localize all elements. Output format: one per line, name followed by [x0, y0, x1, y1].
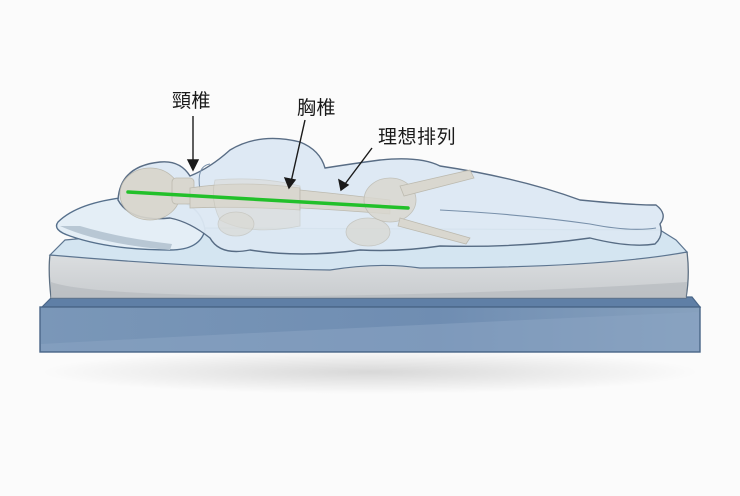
bed-base	[39, 296, 702, 353]
ideal-alignment-line	[126, 190, 410, 210]
alignment-arrow	[344, 147, 373, 185]
floor-shadow	[40, 350, 700, 394]
cervical-spine-label: 頸椎	[172, 90, 212, 112]
ideal-alignment-label: 理想排列	[378, 126, 457, 148]
thoracic-spine-label: 胸椎	[297, 97, 337, 119]
thoracic-arrow	[290, 119, 306, 183]
label-arrows	[186, 116, 373, 192]
